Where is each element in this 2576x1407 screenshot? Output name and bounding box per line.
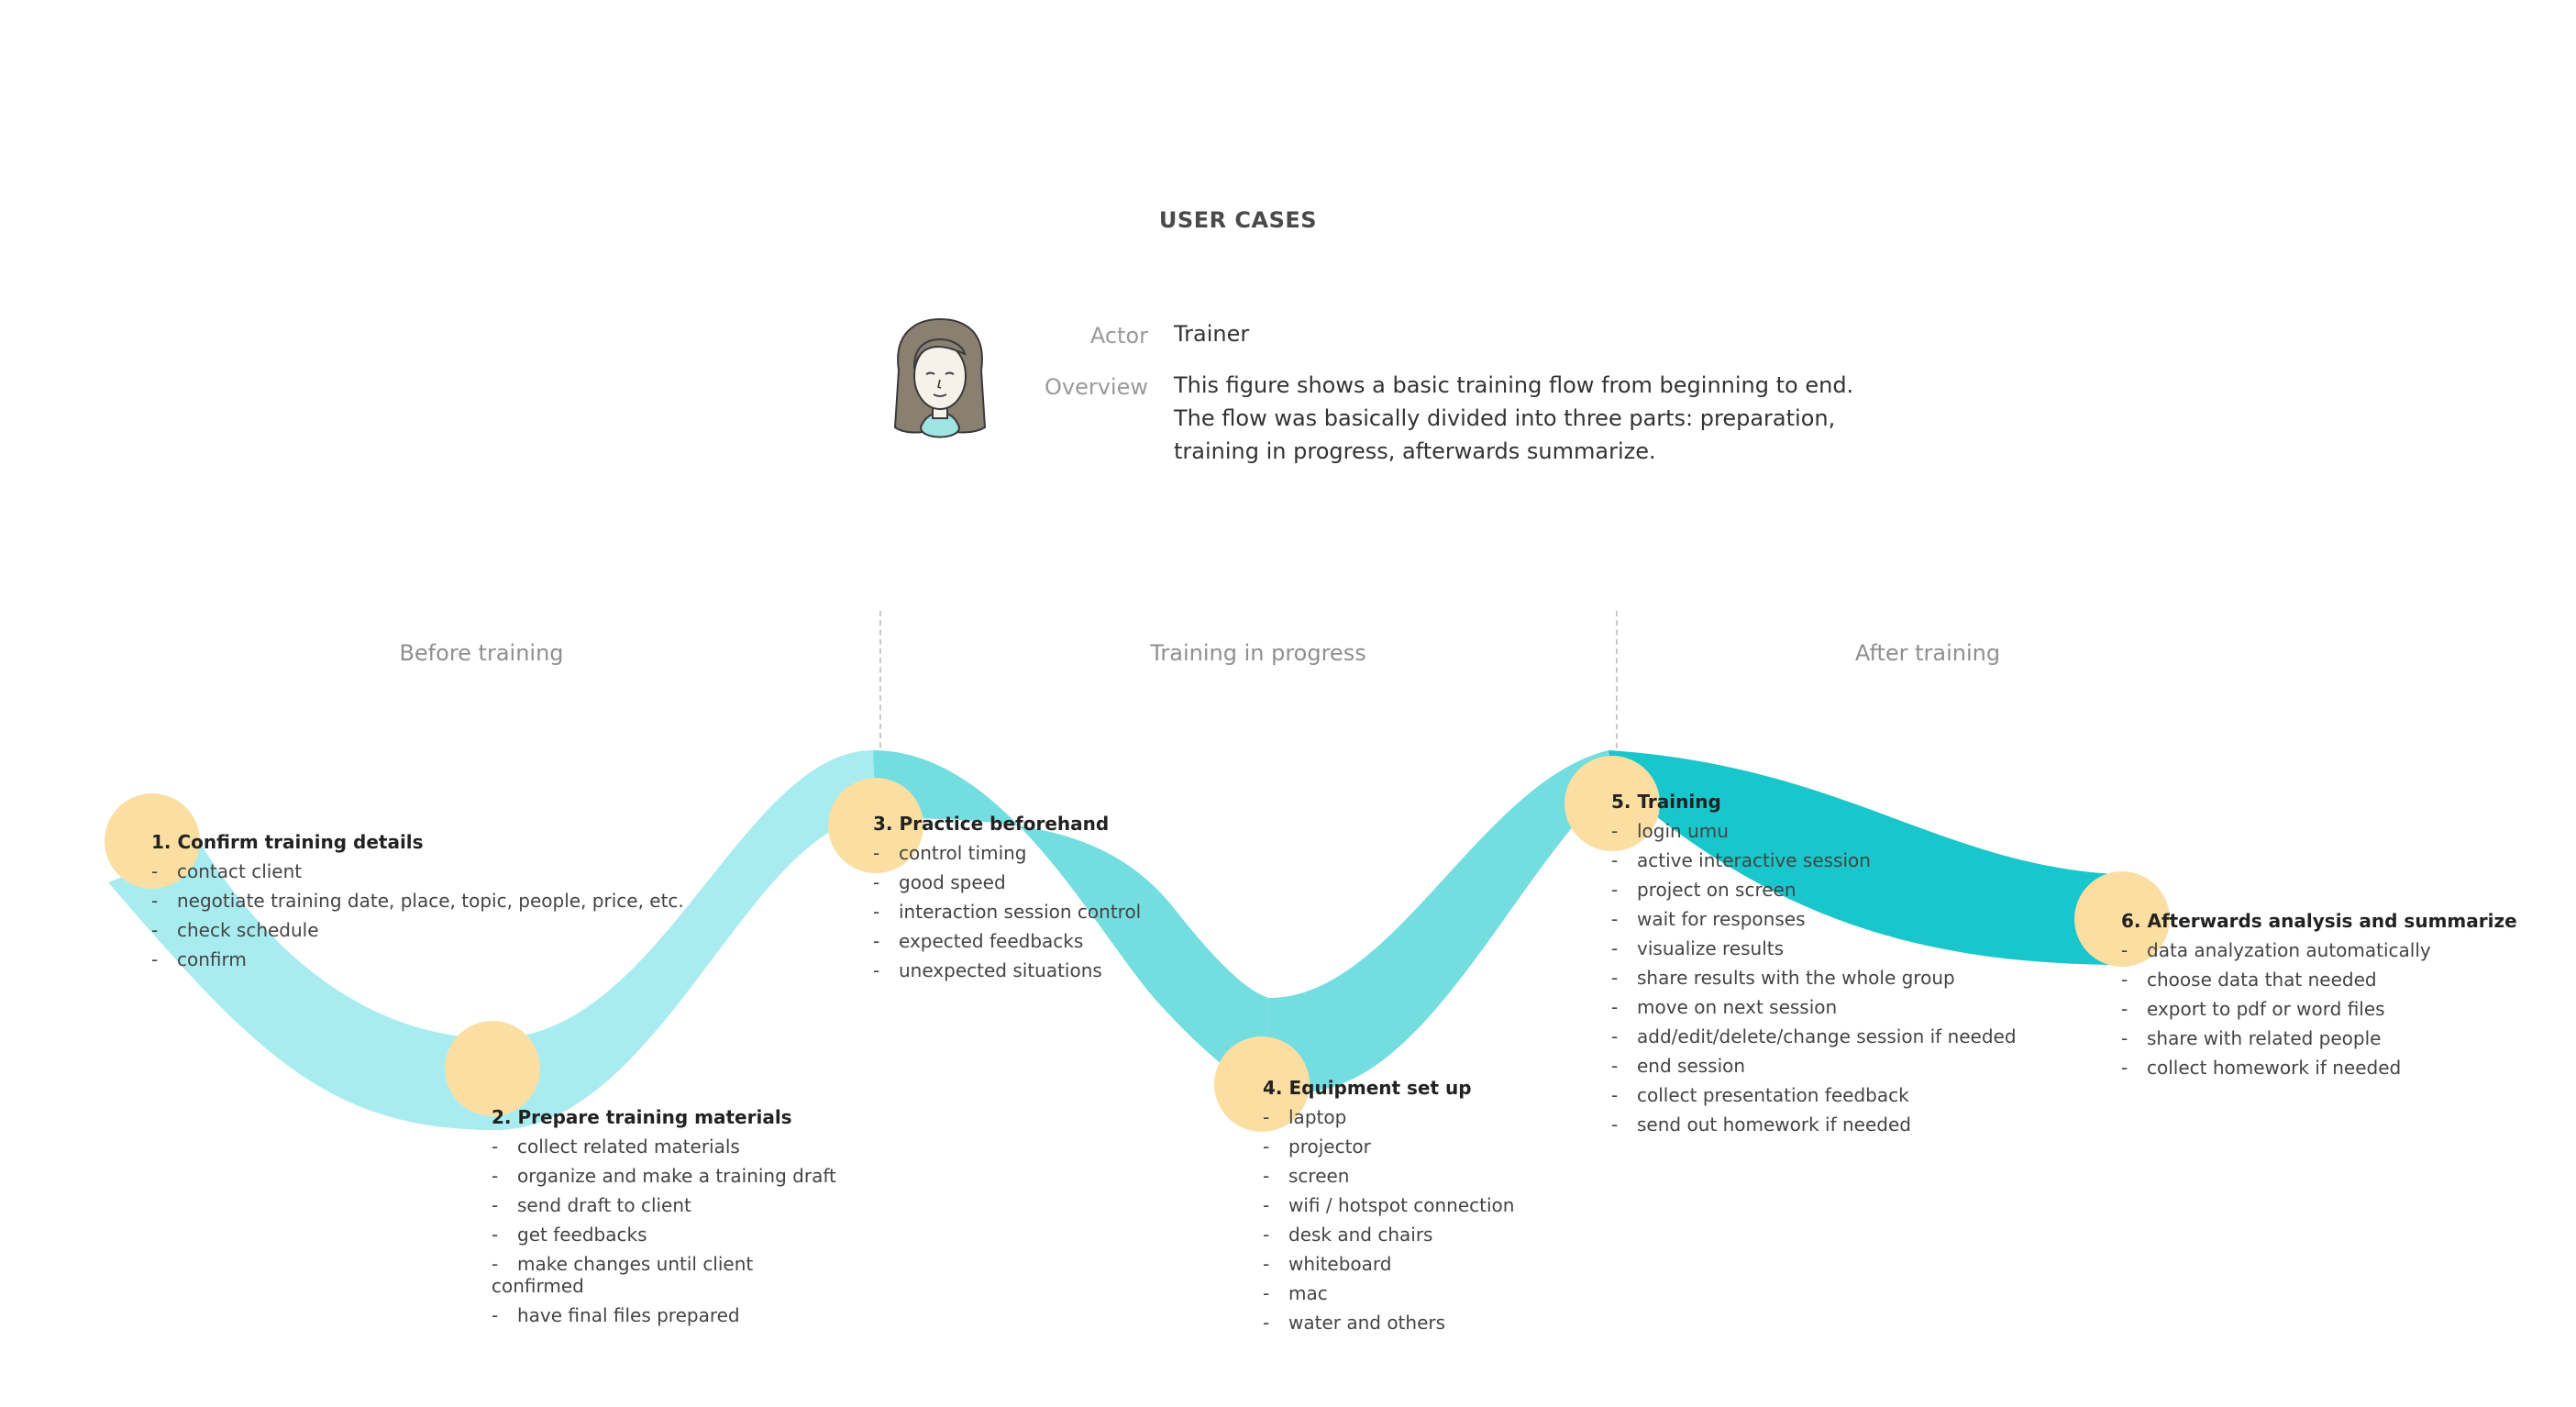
list-item: -choose data that needed <box>2121 969 2377 991</box>
list-item: -end session <box>1611 1055 1746 1077</box>
step-title: 3. Practice beforehand <box>873 813 1110 835</box>
step-node <box>1564 756 1660 851</box>
list-item: -whiteboard <box>1263 1253 1392 1275</box>
list-item: -add/edit/delete/change session if neede… <box>1611 1025 2017 1047</box>
flow-band-training <box>1262 750 1614 1093</box>
step-node <box>105 793 200 889</box>
phase-divider <box>1616 611 1618 758</box>
actor-label: Actor <box>1089 323 1148 349</box>
list-item: -unexpected situations <box>873 959 1102 981</box>
list-item: -interaction session control <box>873 901 1142 923</box>
list-item: -make changes until client confirmed <box>492 1253 754 1297</box>
step-prepare-materials: 2. Prepare training materials -collect r… <box>492 1106 836 1334</box>
flow-band-before <box>108 750 876 1130</box>
step-title: 6. Afterwards analysis and summarize <box>2121 910 2517 932</box>
list-item: -mac <box>1263 1282 1328 1304</box>
overview-text: This figure shows a basic training flow … <box>1174 369 1853 468</box>
phase-before-training: Before training <box>399 640 564 666</box>
step-title: 1. Confirm training details <box>151 831 424 853</box>
list-item: -wait for responses <box>1611 908 1806 930</box>
list-item: -water and others <box>1263 1312 1446 1334</box>
list-item: -good speed <box>873 871 1006 893</box>
list-item: -collect presentation feedback <box>1611 1084 1909 1106</box>
step-node <box>445 1021 540 1116</box>
step-title: 5. Training <box>1611 791 1721 813</box>
list-item: -projector <box>1263 1136 1371 1158</box>
step-title: 2. Prepare training materials <box>492 1106 792 1128</box>
list-item: -contact client <box>151 860 303 882</box>
list-item: -move on next session <box>1611 996 1838 1018</box>
list-item: -get feedbacks <box>492 1224 647 1246</box>
overview-line: This figure shows a basic training flow … <box>1174 372 1854 398</box>
page-title: USER CASES <box>1158 207 1318 233</box>
list-item: -project on screen <box>1611 879 1797 901</box>
phase-divider <box>879 611 881 776</box>
list-item: -send out homework if needed <box>1611 1113 1911 1136</box>
step-confirm-details: 1. Confirm training details -contact cli… <box>151 831 684 978</box>
list-item: -confirm <box>151 948 247 970</box>
step-node <box>1214 1036 1310 1132</box>
step-practice-beforehand: 3. Practice beforehand -control timing -… <box>873 813 1141 989</box>
list-item: -check schedule <box>151 919 319 941</box>
list-item: -send draft to client <box>492 1194 691 1216</box>
step-training: 5. Training -login umu -active interacti… <box>1611 791 2017 1143</box>
overview-line: training in progress, afterwards summari… <box>1174 438 1656 464</box>
list-item: -data analyzation automatically <box>2121 939 2431 961</box>
overview-label: Overview <box>1045 374 1148 400</box>
list-item: -share results with the whole group <box>1611 967 1955 989</box>
overview-line: The flow was basically divided into thre… <box>1174 405 1836 431</box>
step-afterwards-analysis: 6. Afterwards analysis and summarize -da… <box>2121 910 2517 1086</box>
step-node <box>828 778 923 873</box>
flow-band-practice <box>873 750 1269 1088</box>
list-item: -have final files prepared <box>492 1304 740 1326</box>
list-item: -organize and make a training draft <box>492 1165 836 1187</box>
list-item: -screen <box>1263 1165 1350 1187</box>
list-item: -control timing <box>873 842 1027 864</box>
list-item: -active interactive session <box>1611 849 1871 871</box>
list-item: -expected feedbacks <box>873 930 1084 952</box>
step-node <box>2074 871 2170 967</box>
list-item: -negotiate training date, place, topic, … <box>151 890 684 912</box>
step-equipment-setup: 4. Equipment set up -laptop -projector -… <box>1263 1077 1514 1341</box>
flow-band-after <box>1609 750 2137 965</box>
list-item: -collect homework if needed <box>2121 1057 2402 1079</box>
list-item: -wifi / hotspot connection <box>1263 1194 1515 1216</box>
list-item: -export to pdf or word files <box>2121 998 2385 1020</box>
list-item: -collect related materials <box>492 1136 740 1158</box>
list-item: -laptop <box>1263 1106 1347 1128</box>
phase-after-training: After training <box>1854 640 2001 666</box>
list-item: -login umu <box>1611 820 1729 842</box>
trainer-avatar-icon <box>893 317 987 438</box>
step-title: 4. Equipment set up <box>1263 1077 1472 1099</box>
list-item: -visualize results <box>1611 937 1785 959</box>
phase-training-in-progress: Training in progress <box>1150 640 1366 666</box>
list-item: -desk and chairs <box>1263 1224 1433 1246</box>
list-item: -share with related people <box>2121 1027 2382 1049</box>
actor-value: Trainer <box>1174 321 1250 347</box>
